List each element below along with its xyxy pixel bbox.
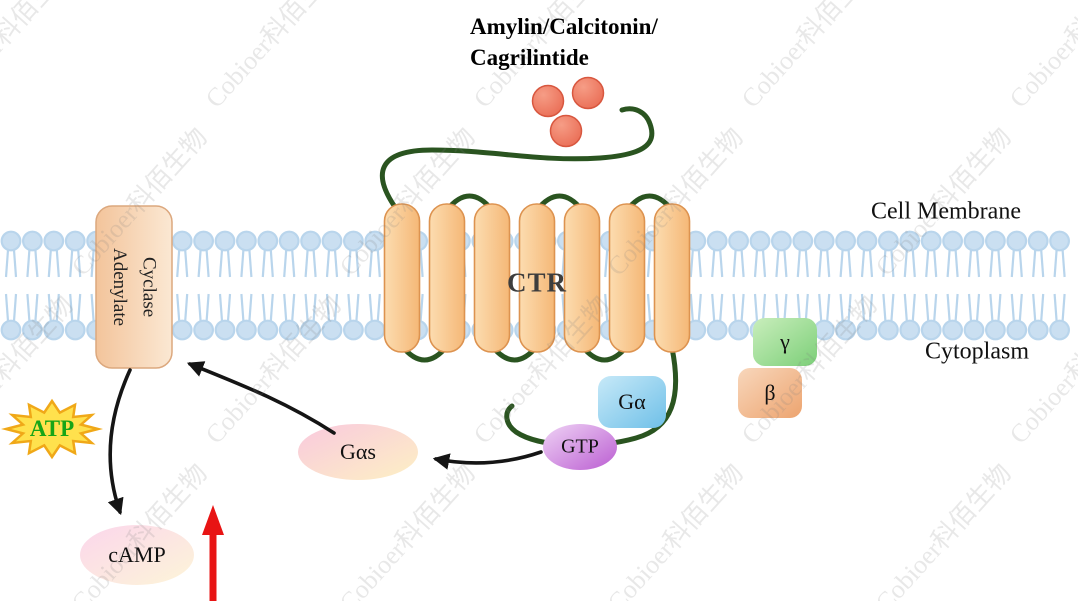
- camp-label: cAMP: [108, 542, 166, 567]
- signal-arrows: [107, 361, 543, 516]
- receptor-helix: [563, 203, 601, 353]
- ligand-circle: [571, 76, 605, 110]
- n-terminal-loop: [380, 106, 655, 217]
- arrow-gas-to-ac: [186, 361, 336, 435]
- adenylate-cyclase-label-box: Adenylate Cyclase: [96, 206, 172, 368]
- gamma-label: γ: [780, 329, 790, 354]
- receptor-label: CTR: [506, 267, 568, 298]
- receptor-helix: [653, 203, 691, 353]
- arrow-ac-to-camp: [107, 368, 132, 516]
- cell-membrane-label: Cell Membrane: [871, 198, 1021, 225]
- ligand-title-line2: Cagrilintide: [470, 45, 589, 70]
- receptor-helix: [518, 203, 556, 353]
- beta-box: [738, 368, 802, 418]
- ligand-circle: [549, 114, 583, 148]
- ligand-circle: [531, 84, 565, 118]
- ligand-group: [531, 76, 605, 148]
- adenylate-cyclase-label: Adenylate Cyclase: [109, 247, 160, 327]
- g-alpha-box: [598, 376, 666, 428]
- g-alpha-label: Gα: [618, 389, 646, 414]
- receptor-helices: [383, 203, 691, 353]
- ligand-title-line1: Amylin/Calcitonin/: [470, 14, 658, 39]
- receptor-helix: [383, 203, 421, 353]
- adenylate-cyclase-box: [95, 205, 173, 369]
- gtp-label: GTP: [561, 435, 599, 458]
- receptor-helix: [473, 203, 511, 353]
- gtp-ellipse: [543, 424, 617, 470]
- beta-label: β: [764, 380, 776, 405]
- cytoplasm-label: Cytoplasm: [924, 338, 1030, 365]
- camp-ellipse: [80, 525, 194, 585]
- arrow-gtp-to-gas: [432, 450, 543, 470]
- gamma-box: [753, 318, 817, 366]
- red-up-arrow: [202, 505, 224, 601]
- receptor-helix: [608, 203, 646, 353]
- gas-ellipse: [298, 424, 418, 480]
- atp-label: ATP: [29, 416, 75, 441]
- atp-burst: [1, 398, 103, 460]
- gas-label: Gαs: [340, 439, 376, 464]
- receptor-helix: [428, 203, 466, 353]
